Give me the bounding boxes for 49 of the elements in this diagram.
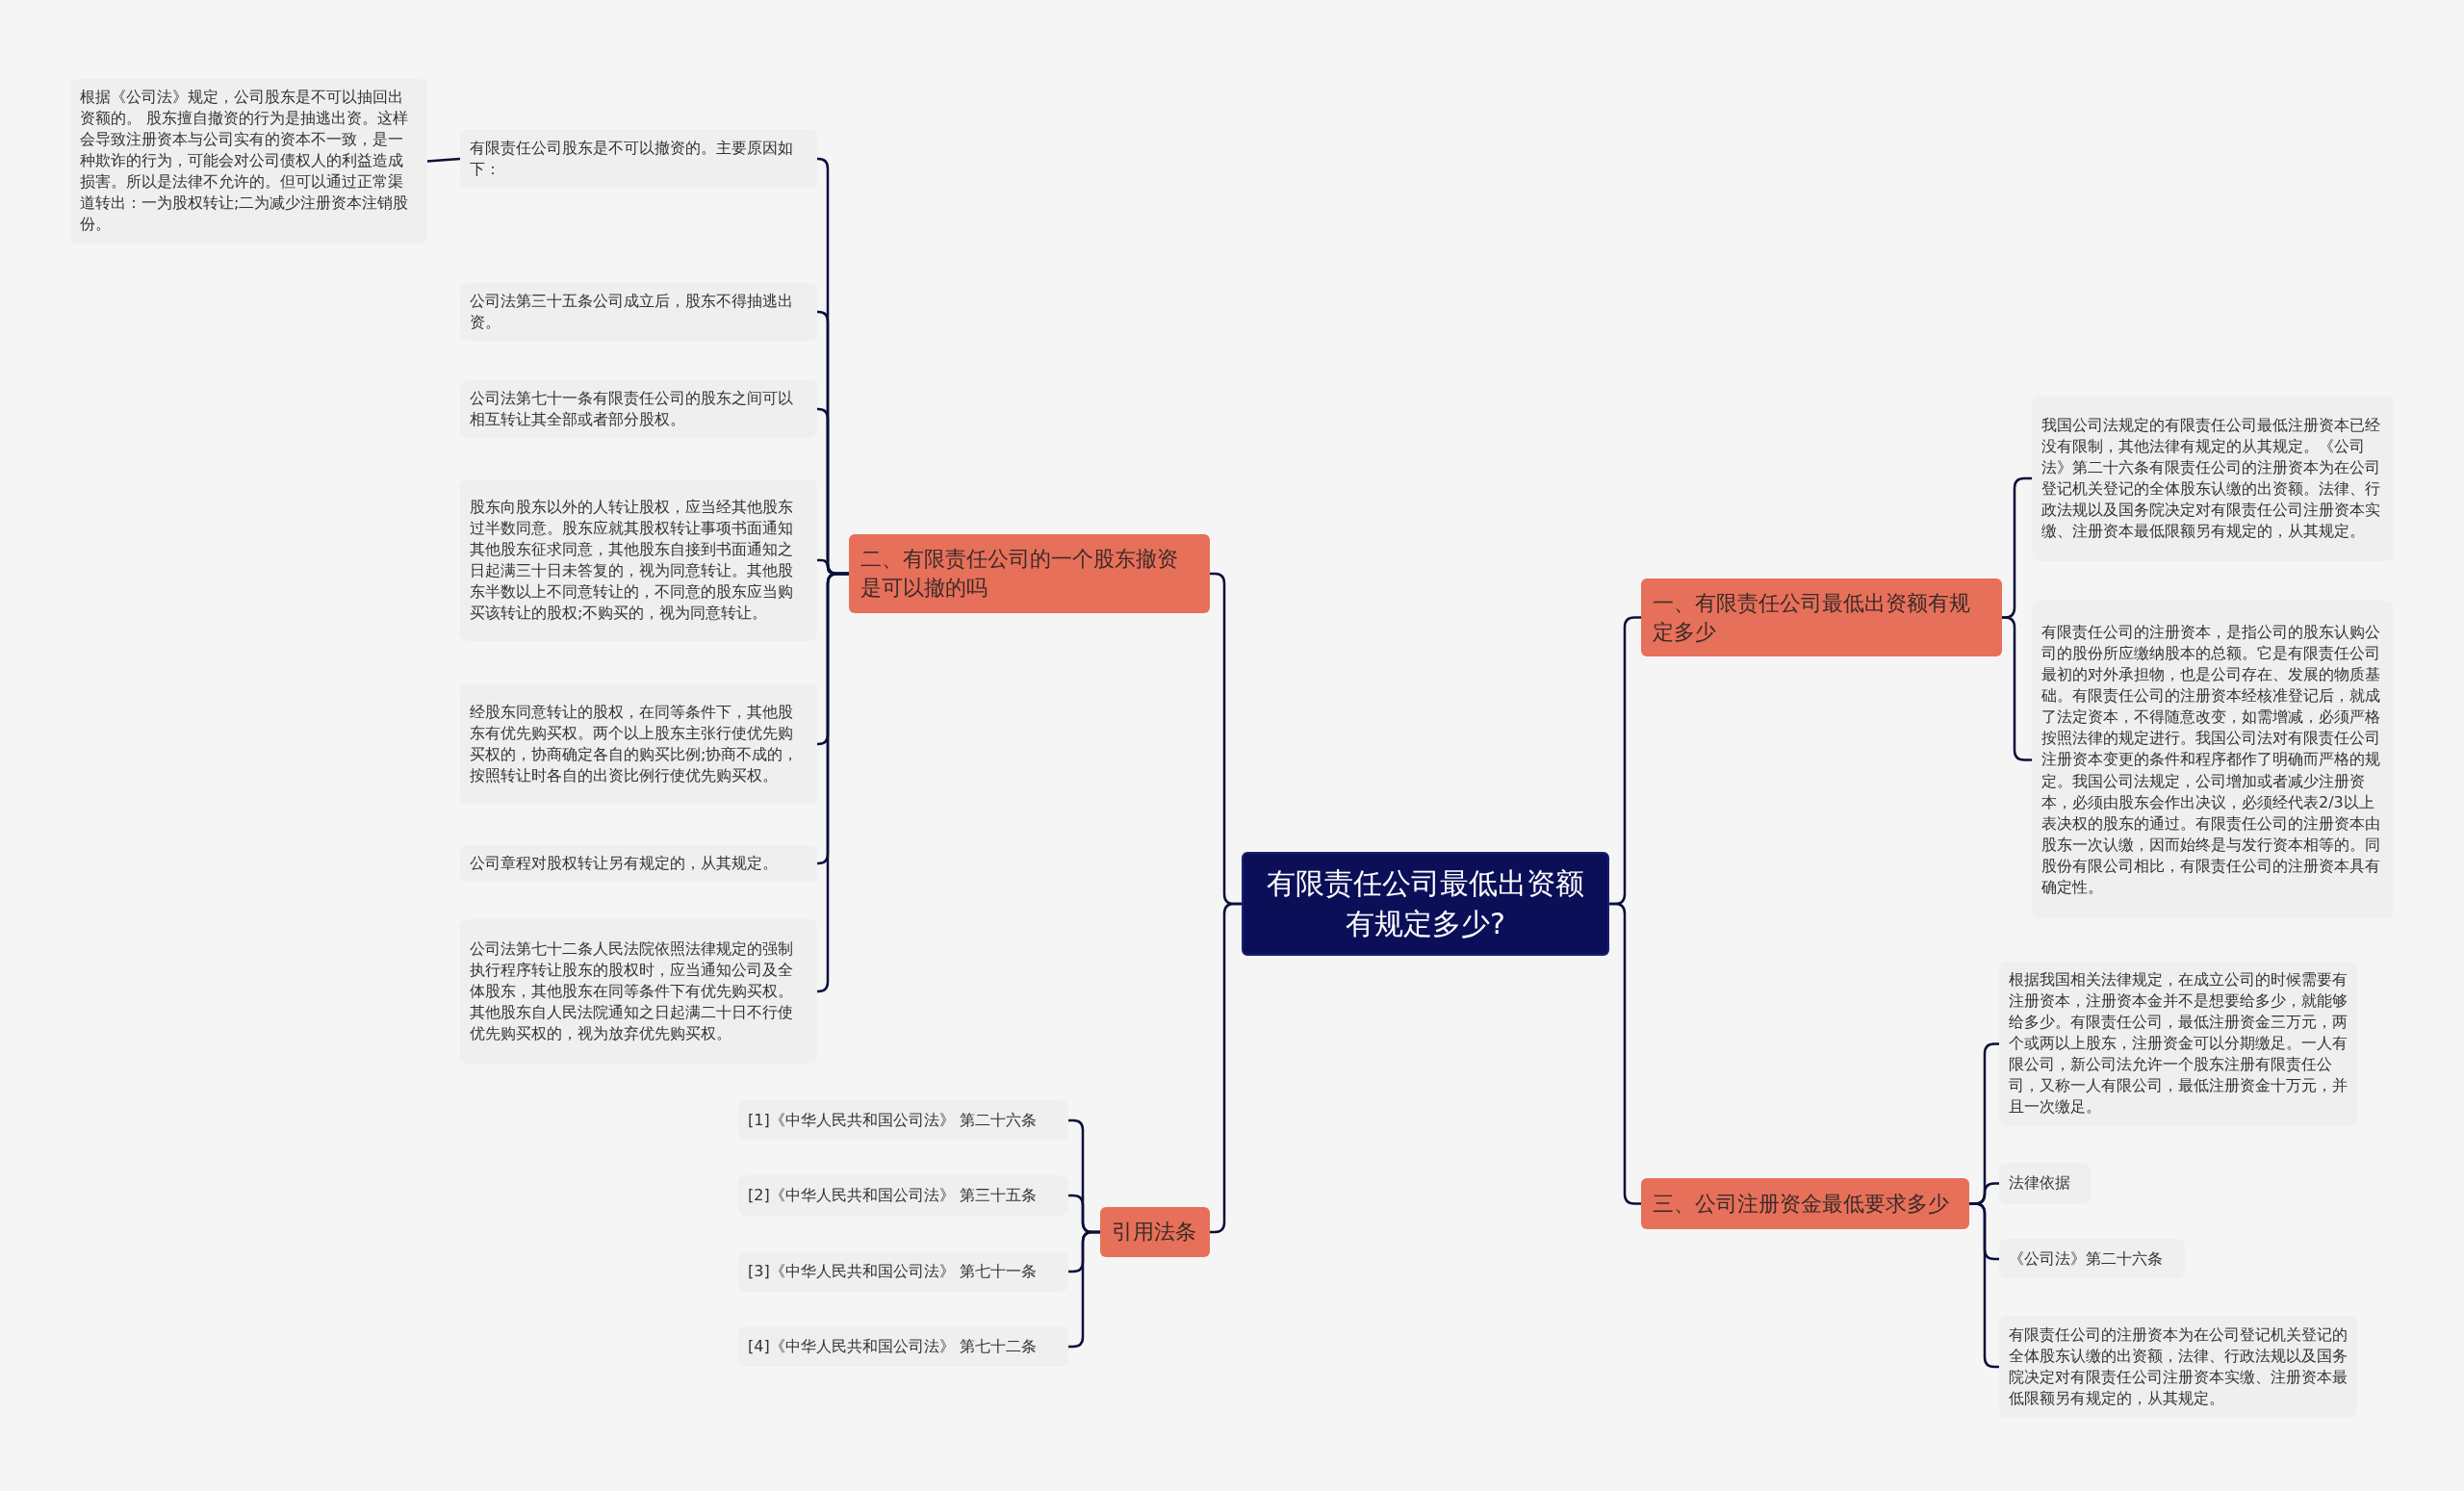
branch-topic xyxy=(1641,1178,1969,1229)
connector-line xyxy=(2002,616,2032,761)
branch-topic xyxy=(849,534,1210,613)
note-card xyxy=(460,479,817,641)
note-card xyxy=(1999,1239,2185,1279)
central-topic xyxy=(1242,852,1609,956)
topic-text: 根据《公司法》规定，公司股东是不可以抽回出资额的。 股东擅自撤资的行为是抽逃出资。这样会导致注册资本与公司实有的资本不一致，是一种欺诈的行为，可能会对公司债权人的利益造成损害。所以是法律不允许的。但可以通过正常渠道转出：一为股权转让;二为减少注册资本注销股份。 xyxy=(80,87,410,236)
note-card xyxy=(738,1251,1068,1292)
topic-text: [3]《中华人民共和国公司法》 第七十一条 xyxy=(748,1260,1038,1282)
note-card xyxy=(2032,601,2394,919)
topic-text: 股东向股东以外的人转让股权，应当经其他股东过半数同意。股东应就其股权转让事项书面通知其他股东征求同意，其他股东自接到书面通知之日起满三十日未答复的，视为同意转让。其他股东半数以上不同意转让的，不同意的股东应当购买该转让的股权;不购买的，视为同意转让。 xyxy=(470,496,794,625)
branch-topic xyxy=(1641,578,2002,656)
note-card xyxy=(460,380,817,439)
branch-topic xyxy=(1100,1207,1210,1257)
topic-text: 一、有限责任公司最低出资额有规定多少 xyxy=(1653,589,1971,646)
note-card xyxy=(738,1175,1068,1216)
topic-text: 公司法第七十一条有限责任公司的股东之间可以相互转让其全部或者部分股权。 xyxy=(470,388,794,431)
note-card xyxy=(1999,1163,2091,1204)
topic-text: [1]《中华人民共和国公司法》 第二十六条 xyxy=(748,1109,1038,1131)
connector-line xyxy=(816,572,849,993)
connector-line xyxy=(426,157,461,163)
topic-text: 有限责任公司的注册资本为在公司登记机关登记的全体股东认缴的出资额，法律、行政法规以及国务院决定对有限责任公司注册资本实缴、注册资本最低限额另有规定的，从其规定。 xyxy=(2009,1324,2348,1410)
note-card xyxy=(460,683,817,805)
note-card xyxy=(738,1326,1068,1367)
topic-text: 公司法第三十五条公司成立后，股东不得抽逃出资。 xyxy=(470,291,794,334)
topic-text: [4]《中华人民共和国公司法》 第七十二条 xyxy=(748,1335,1038,1357)
note-card xyxy=(1999,1316,2357,1418)
topic-text: 有限责任公司股东是不可以撤资的。主要原因如下： xyxy=(470,137,794,180)
topic-text: 根据我国相关法律规定，在成立公司的时候需要有注册资本，注册资本金并不是想要给多少，就能够给多少。有限责任公司，最低注册资金三万元，两个或两以上股东，注册资金可以分期缴足。一人有限公司，新公司法允许一个股东注册有限责任公司，又称一人有限公司，最低注册资金十万元，并且一次缴足。 xyxy=(2009,969,2348,1118)
note-card xyxy=(2032,396,2394,561)
topic-text: 有限责任公司的注册资本，是指公司的股东认购公司的股份所应缴纳股本的总额。它是有限责任公司最初的对外承担物，也是公司存在、发展的物质基础。有限责任公司的注册资本经核准登记后，就成了法定资本，不得随意改变，如需增减，必须严格按照法律的规定进行。我国公司法对有限责任公司注册资本变更的条件和程序都作了明确而严格的规定。我国公司法规定，公司增加或者减少注册资本，必须由股东会作出决议，必须经代表2/3以上表决权的股东的通过。有限责任公司的注册资本由股东一次认缴，因而始终是与发行资本相等的。同股份有限公司相比，有限责任公司的注册资本具有确定性。 xyxy=(2041,622,2381,898)
note-card xyxy=(460,845,817,883)
note-card xyxy=(460,919,817,1064)
topic-text: 《公司法》第二十六条 xyxy=(2009,1247,2164,1270)
topic-text: 我国公司法规定的有限责任公司最低注册资本已经没有限制，其他法律有规定的从其规定。《公司法》第二十六条有限责任公司的注册资本为在公司登记机关登记的全体股东认缴的出资额。法律、行政法规以及国务院决定对有限责任公司注册资本实缴、注册资本最低限额另有规定的，从其规定。 xyxy=(2041,414,2381,543)
topic-text: 三、公司注册资金最低要求多少 xyxy=(1653,1190,1950,1218)
connector-line xyxy=(1609,902,1641,1205)
topic-text: 公司章程对股权转让另有规定的，从其规定。 xyxy=(470,853,779,874)
note-card xyxy=(738,1100,1068,1141)
topic-text: 引用法条 xyxy=(1112,1219,1197,1247)
topic-text: [2]《中华人民共和国公司法》 第三十五条 xyxy=(748,1184,1038,1206)
topic-text: 二、有限责任公司的一个股东撤资是可以撤的吗 xyxy=(860,546,1179,602)
topic-text: 经股东同意转让的股权，在同等条件下，其他股东有优先购买权。两个以上股东主张行使优先购买权的，协商确定各自的购买比例;协商不成的，按照转让时各自的出资比例行使优先购买权。 xyxy=(470,701,800,787)
topic-text: 有限责任公司最低出资额有规定多少? xyxy=(1266,865,1585,942)
note-card xyxy=(70,79,427,244)
topic-text: 法律依据 xyxy=(2009,1172,2071,1195)
note-card xyxy=(460,129,817,189)
note-card xyxy=(460,283,817,342)
topic-text: 公司法第七十二条人民法院依照法律规定的强制执行程序转让股东的股权时，应当通知公司及全体股东，其他股东在同等条件下有优先购买权。其他股东自人民法院通知之日起满二十日不行使优先购买权的，视为放弃优先购买权。 xyxy=(470,938,794,1045)
